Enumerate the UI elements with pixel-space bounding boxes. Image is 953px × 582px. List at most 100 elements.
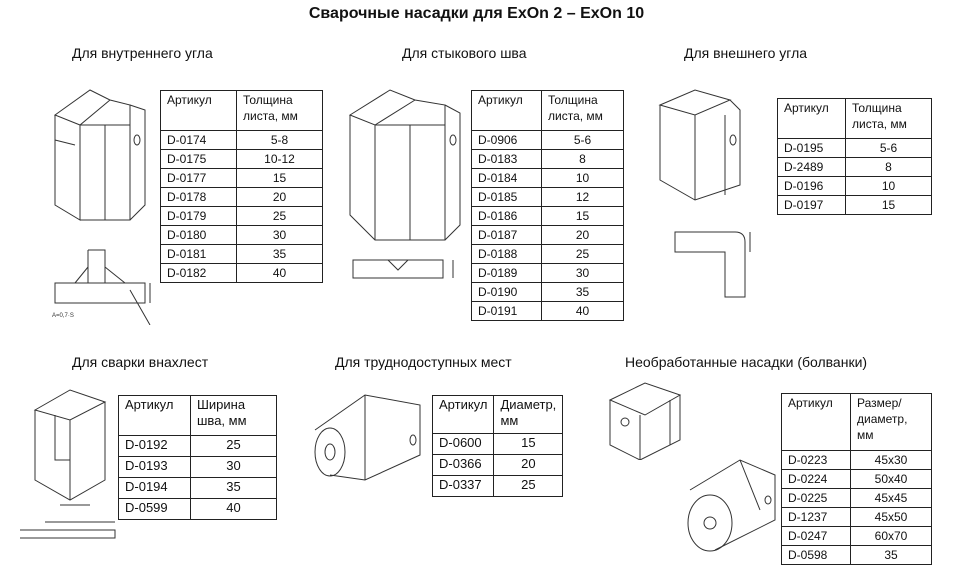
table-cell: D-2489 [777,157,846,177]
table-cell: 30 [190,456,277,478]
table-cell: 5-6 [541,130,624,150]
table-cell: 20 [541,225,624,245]
outer-corner-weld-diagram [674,231,751,298]
table-cell: D-0190 [471,282,542,302]
table-cell: D-0598 [781,545,851,565]
table-cell: D-1237 [781,507,851,527]
column-header: Артикул [471,90,542,131]
table-cell: 40 [236,263,323,283]
column-header: Диаметр, мм [493,395,564,434]
table-cell: 35 [541,282,624,302]
table-cell: D-0906 [471,130,542,150]
table-cell: 50x40 [850,469,932,489]
butt-weld-nozzle-drawing [348,89,461,241]
table-cell: 45x45 [850,488,932,508]
table-cell: D-0192 [118,435,191,457]
table-cell: 45x50 [850,507,932,527]
table-cell: D-0223 [781,450,851,470]
table-cell: 15 [493,433,564,455]
table-cell: D-0188 [471,244,542,264]
table-cell: D-0224 [781,469,851,489]
table-cell: 10-12 [236,149,323,169]
section-heading: Для внутреннего угла [72,45,213,61]
table-cell: D-0187 [471,225,542,245]
table-cell: D-0191 [471,301,542,321]
inner-corner-nozzle-drawing [53,89,146,221]
butt-weld-diagram [352,259,454,279]
table-cell: 25 [493,475,564,497]
table-cell: D-0225 [781,488,851,508]
table-cell: D-0196 [777,176,846,196]
table-cell: D-0182 [160,263,237,283]
column-header: Ширина шва, мм [190,395,277,436]
table-cell: 40 [541,301,624,321]
table-cell: D-0184 [471,168,542,188]
table-cell: D-0197 [777,195,846,215]
table-cell: D-0186 [471,206,542,226]
table-cell: 5-6 [845,138,932,158]
svg-text:A=0,7·S: A=0,7·S [52,313,74,319]
column-header: Артикул [777,98,846,139]
column-header: Артикул [118,395,191,436]
column-header: Размер/ диаметр, мм [850,393,932,451]
page-title: Сварочные насадки для ExOn 2 – ExOn 10 [308,5,645,22]
table-cell: D-0193 [118,456,191,478]
table-cell: 25 [541,244,624,264]
table-cell: 8 [541,149,624,169]
blank-block-drawing [608,382,682,460]
blank-cylinder-drawing [687,459,776,552]
table-cell: D-0599 [118,498,191,520]
table-cell: 8 [845,157,932,177]
table-cell: D-0195 [777,138,846,158]
table-cell: 15 [236,168,323,188]
table-cell: 35 [850,545,932,565]
table-cell: 10 [845,176,932,196]
table-cell: 20 [493,454,564,476]
hard-to-reach-nozzle-drawing [314,394,421,481]
table-cell: 25 [190,435,277,457]
section-heading: Для сварки внахлест [72,354,209,370]
table-cell: 35 [236,244,323,264]
table-cell: 35 [190,477,277,499]
table-cell: D-0247 [781,526,851,546]
table-cell: 30 [541,263,624,283]
table-cell: D-0178 [160,187,237,207]
section-heading: Для труднодоступных мест [335,354,512,370]
table-cell: 5-8 [236,130,323,150]
table-cell: 12 [541,187,624,207]
section-heading: Для внешнего угла [684,45,808,61]
table-cell: D-0180 [160,225,237,245]
table-cell: D-0366 [431,454,495,476]
table-cell: 60x70 [850,526,932,546]
outer-corner-nozzle-drawing [658,89,741,201]
table-cell: D-0600 [431,433,495,455]
